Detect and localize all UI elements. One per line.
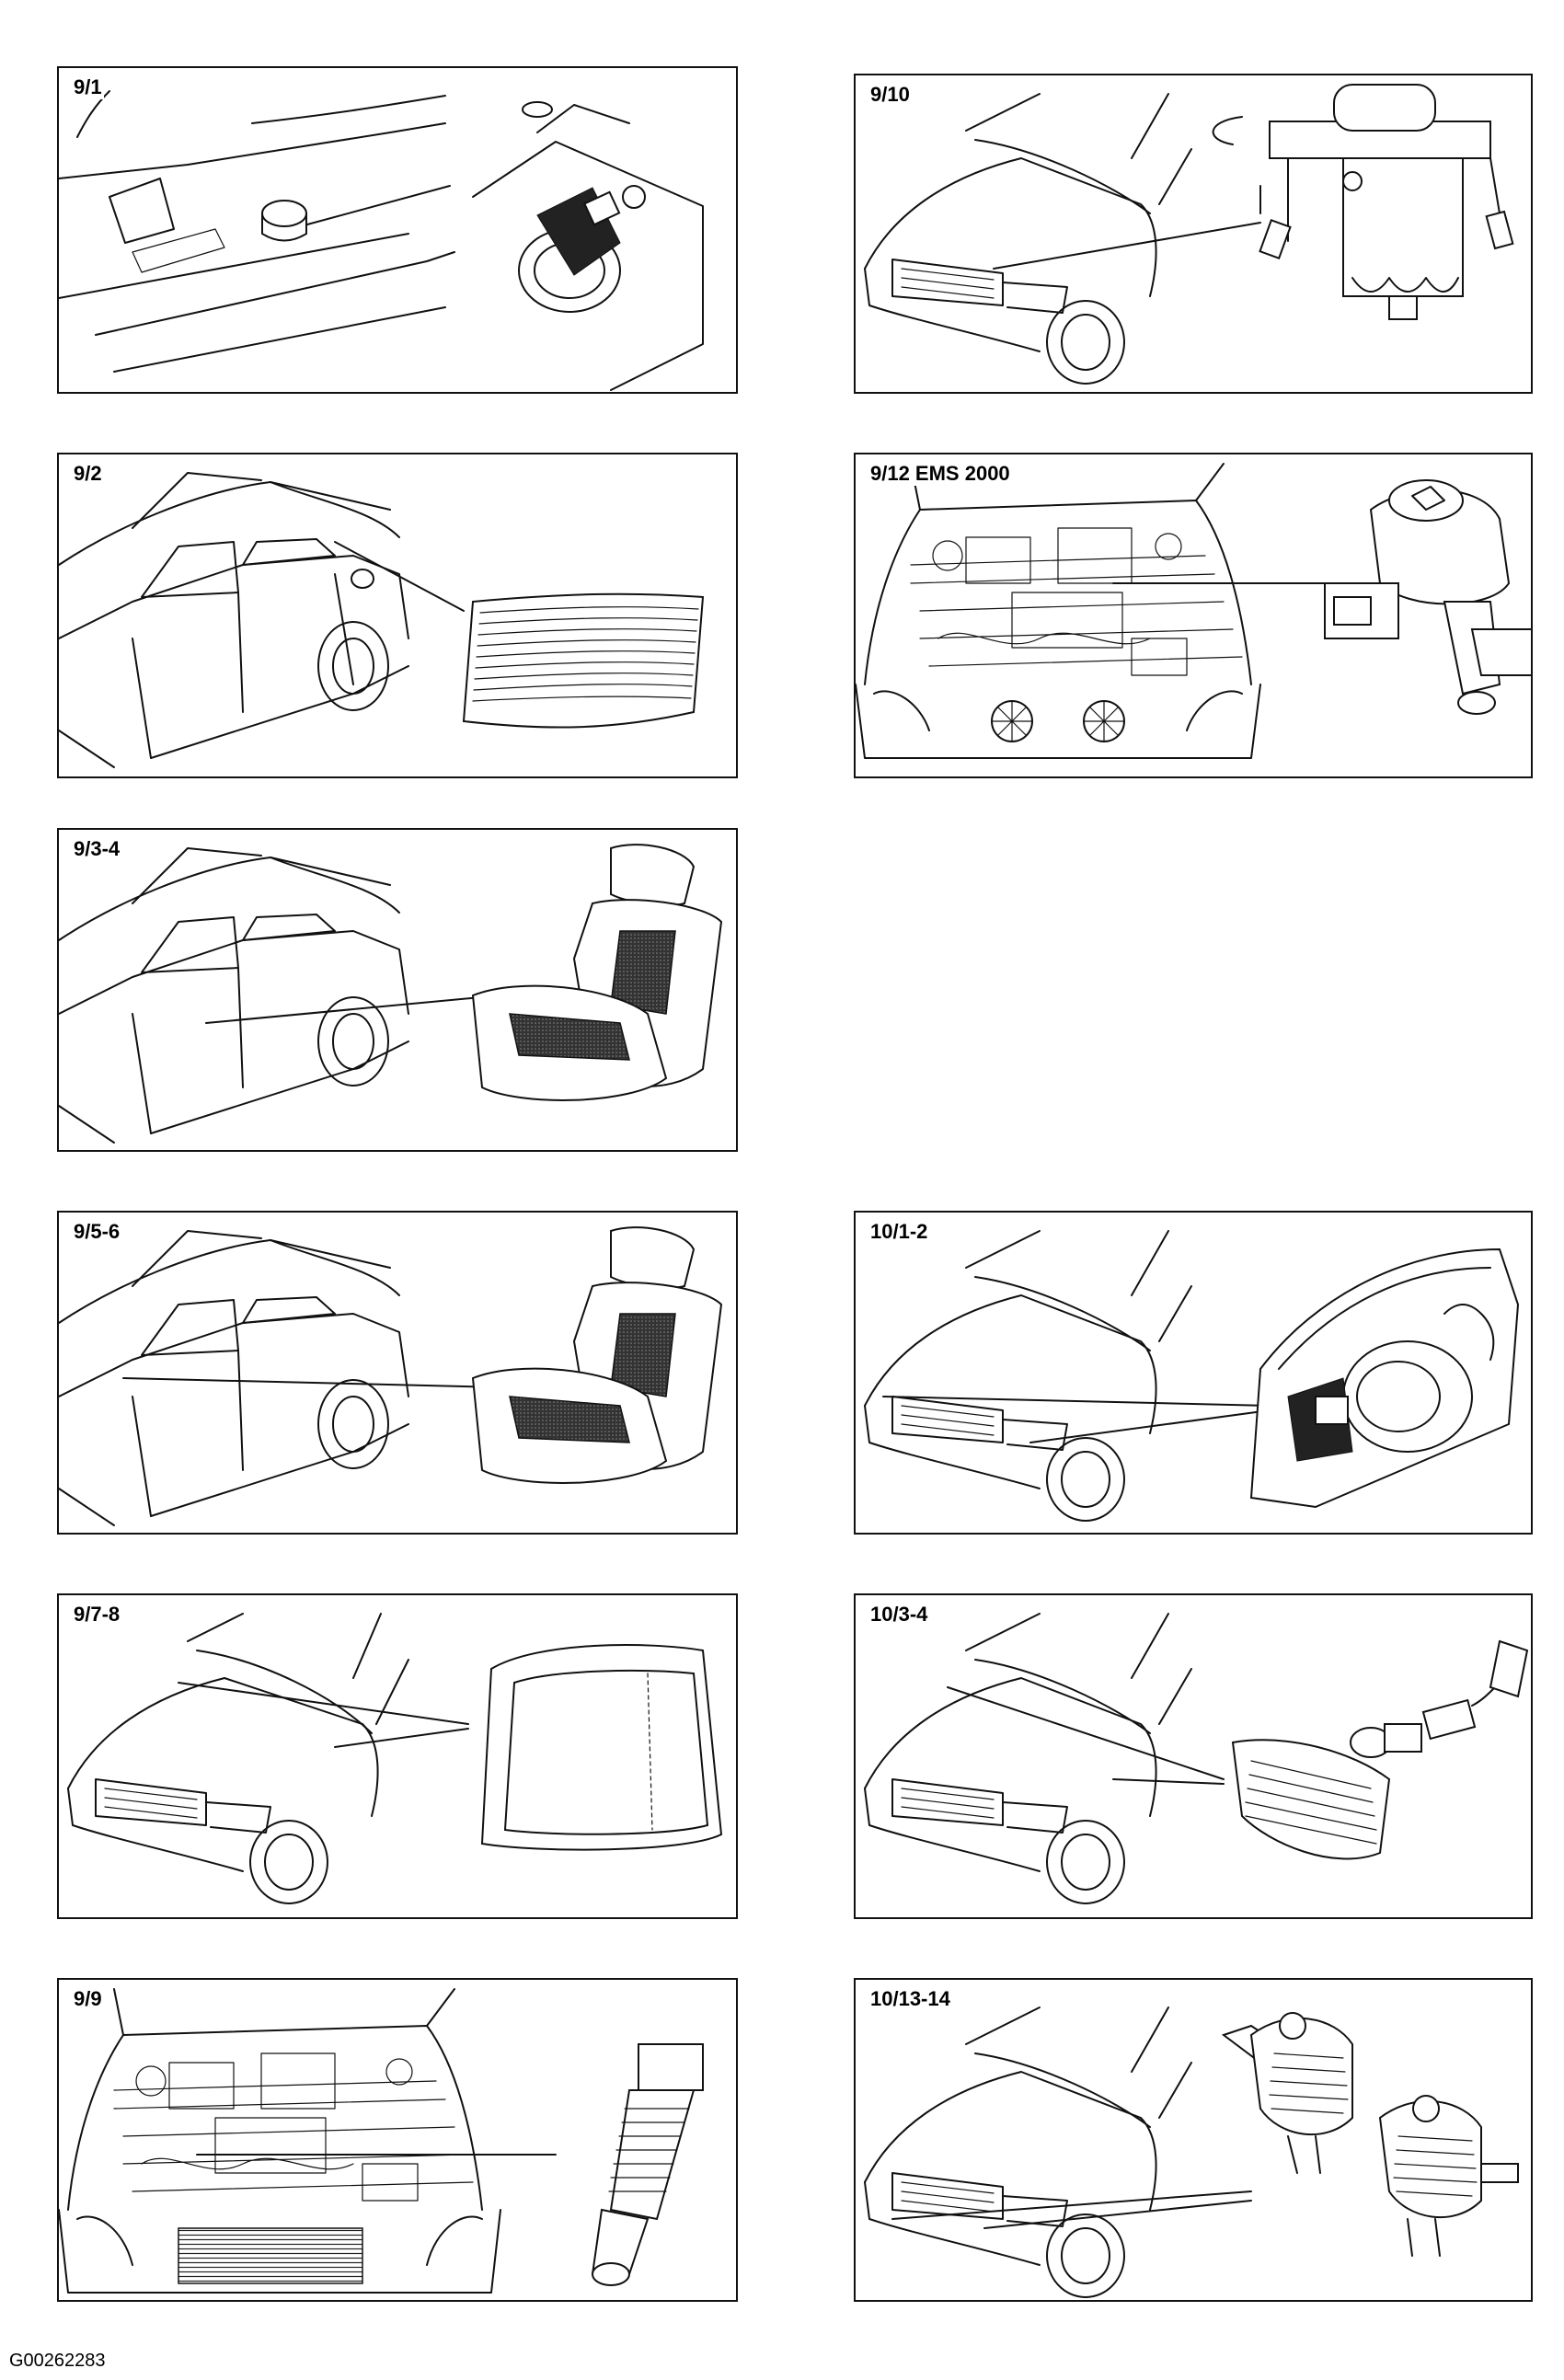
cigarette-lighter-illustration	[59, 68, 736, 392]
valve-engine-bay-illustration	[856, 454, 1531, 776]
panel-9-12-ems-2000: 9/12 EMS 2000	[854, 453, 1533, 778]
panel-9-2: 9/2	[57, 453, 738, 778]
auxiliary-pump-illustration	[856, 75, 1531, 392]
figure-code: G00262283	[9, 2351, 106, 2371]
panel-label: 9/3-4	[72, 837, 122, 861]
heated-seat-backrest-illustration	[59, 830, 736, 1150]
rear-window-heater-illustration	[59, 454, 736, 776]
headlamp-illustration	[856, 1213, 1531, 1533]
fog-lamp-illustration	[856, 1980, 1531, 2300]
panel-label: 9/2	[72, 462, 104, 486]
panel-label: 9/1	[72, 75, 104, 99]
panel-9-9: 9/9	[57, 1978, 738, 2302]
panel-label: 9/5-6	[72, 1220, 122, 1244]
heated-seat-cushion-illustration	[59, 1213, 736, 1533]
panel-9-5-6: 9/5-6	[57, 1211, 738, 1535]
panel-9-1: 9/1	[57, 66, 738, 394]
panel-10-1-2: 10/1-2	[854, 1211, 1533, 1535]
panel-9-10: 9/10	[854, 74, 1533, 394]
panel-10-13-14: 10/13-14	[854, 1978, 1533, 2302]
panel-10-3-4: 10/3-4	[854, 1593, 1533, 1919]
panel-label: 10/13-14	[868, 1987, 952, 2011]
panel-label: 9/10	[868, 83, 912, 107]
panel-9-3-4: 9/3-4	[57, 828, 738, 1152]
side-marker-lamp-illustration	[856, 1595, 1531, 1917]
temperature-sensor-illustration	[59, 1980, 736, 2300]
panel-label: 9/7-8	[72, 1603, 122, 1627]
panel-label: 10/3-4	[868, 1603, 930, 1627]
panel-label: 10/1-2	[868, 1220, 930, 1244]
panel-label: 9/9	[72, 1987, 104, 2011]
panel-9-7-8: 9/7-8	[57, 1593, 738, 1919]
door-mirror-illustration	[59, 1595, 736, 1917]
panel-label: 9/12 EMS 2000	[868, 462, 1012, 486]
